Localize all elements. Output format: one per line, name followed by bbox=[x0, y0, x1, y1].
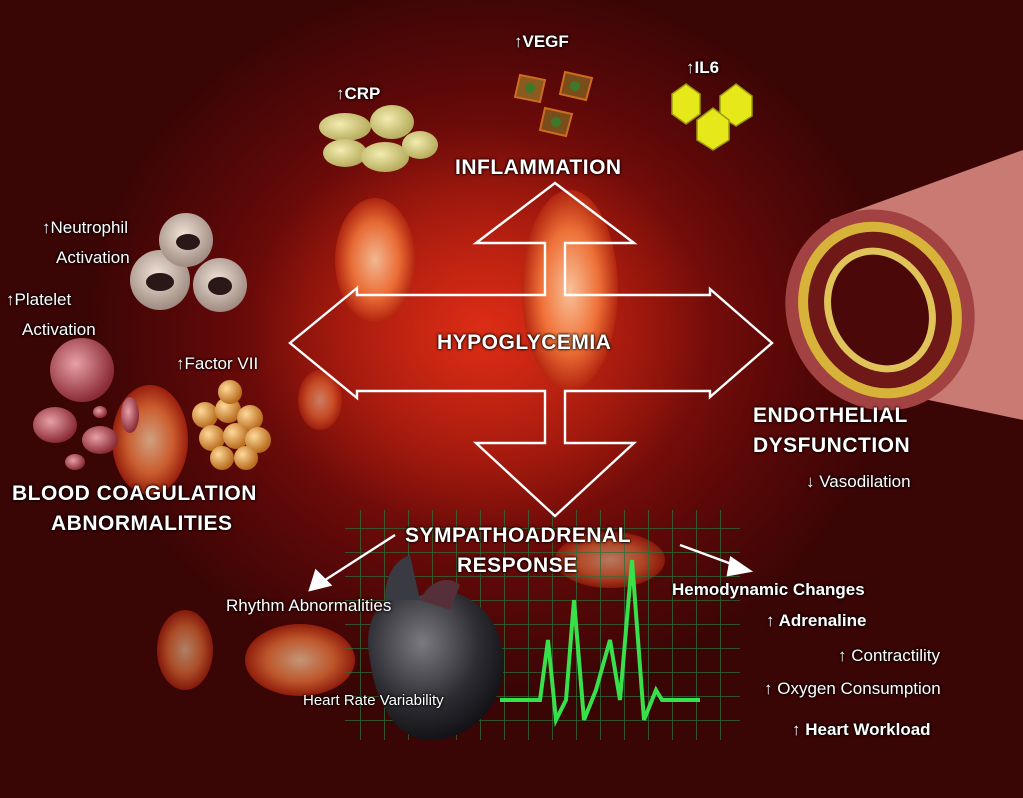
endothelial-title-line1: ENDOTHELIAL bbox=[753, 404, 908, 427]
il6-label: ↑IL6 bbox=[686, 58, 720, 77]
ecg-trace bbox=[500, 559, 700, 728]
coagulation-title-line1: BLOOD COAGULATION bbox=[12, 482, 257, 505]
heart-workload-label: ↑ Heart Workload bbox=[792, 720, 931, 739]
inflammation-title: INFLAMMATION bbox=[455, 156, 622, 179]
heart-illustration bbox=[368, 555, 504, 740]
factor-vii-cluster bbox=[192, 380, 271, 470]
neutrophil-label-line1: ↑Neutrophil bbox=[42, 218, 128, 237]
crp-label: ↑CRP bbox=[336, 84, 381, 103]
hemodynamic-changes-title: Hemodynamic Changes bbox=[672, 580, 865, 599]
adrenaline-label: ↑ Adrenaline bbox=[766, 611, 867, 630]
platelet-label-line2: Activation bbox=[22, 320, 96, 339]
oxygen-consumption-label: ↑ Oxygen Consumption bbox=[764, 679, 941, 698]
hypoglycemia-label: HYPOGLYCEMIA bbox=[437, 331, 612, 354]
neutrophil-cells bbox=[130, 213, 247, 312]
endothelial-title-line2: DYSFUNCTION bbox=[753, 434, 911, 457]
contractility-label: ↑ Contractility bbox=[838, 646, 941, 665]
central-four-way-arrow bbox=[288, 181, 774, 518]
il6-molecules bbox=[671, 83, 753, 151]
crp-molecules bbox=[319, 105, 438, 172]
coagulation-title-line2: ABNORMALITIES bbox=[51, 512, 233, 535]
vegf-label: ↑VEGF bbox=[514, 32, 569, 51]
heart-rate-variability-label: Heart Rate Variability bbox=[303, 692, 444, 709]
factor-vii-label: ↑Factor VII bbox=[176, 354, 259, 373]
platelet-label-line1: ↑Platelet bbox=[6, 290, 72, 309]
sympathoadrenal-title-line1: SYMPATHOADRENAL bbox=[405, 524, 632, 547]
vasodilation-label: ↓ Vasodilation bbox=[806, 472, 911, 491]
neutrophil-label-line2: Activation bbox=[56, 248, 130, 267]
response-arrows bbox=[308, 533, 754, 592]
blood-vessel-cross-section bbox=[785, 150, 1023, 420]
rhythm-abnormalities-label: Rhythm Abnormalities bbox=[226, 596, 392, 615]
platelet-cells bbox=[33, 338, 139, 470]
vegf-molecules bbox=[513, 70, 594, 138]
sympathoadrenal-title-line2: RESPONSE bbox=[457, 554, 578, 577]
